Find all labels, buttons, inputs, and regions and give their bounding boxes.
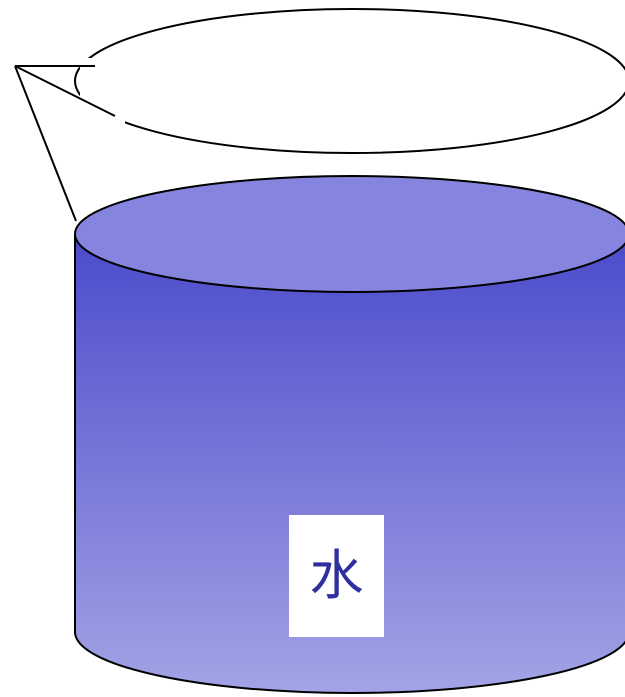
water-label: 水 — [310, 549, 364, 603]
water-surface — [75, 176, 625, 292]
rim-spout-gap — [80, 58, 125, 128]
beaker-rim — [75, 9, 625, 153]
beaker-spout-left-side — [15, 66, 76, 221]
water-label-box: 水 — [289, 515, 384, 637]
